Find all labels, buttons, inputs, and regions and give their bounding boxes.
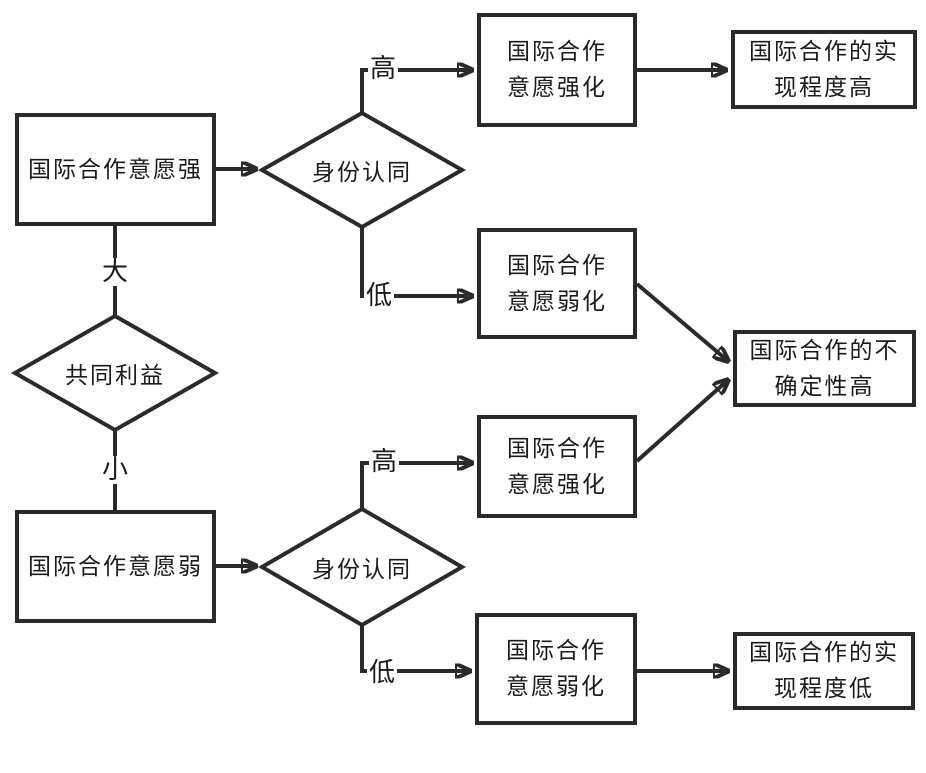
node-identity-bottom-label: 身份认同 [312, 557, 412, 582]
node-realization-low-label: 国际合作的实 现程度低 [749, 640, 899, 701]
edge-label-identity-bottom-high: 高 [368, 447, 400, 476]
node-weaken-mid-label: 国际合作 意愿弱化 [507, 252, 607, 314]
diamond-common-interests [10, 313, 220, 433]
edge-label-interests-small: 小 [99, 455, 131, 484]
node-will-weak: 国际合作意愿弱 [15, 510, 216, 623]
edge-label-interests-large: 大 [99, 257, 131, 286]
node-strengthen-bottom: 国际合作 意愿强化 [477, 415, 637, 518]
node-weaken-bottom-label: 国际合作 意愿弱化 [506, 638, 606, 699]
node-realization-high: 国际合作的实 现程度高 [731, 30, 917, 109]
edge-label-identity-top-low: 低 [363, 281, 395, 310]
node-will-strong: 国际合作意愿强 [15, 113, 216, 226]
edge-label-identity-bottom-low: 低 [366, 658, 398, 687]
edge-identity-top-low [360, 228, 472, 296]
node-realization-low: 国际合作的实 现程度低 [733, 632, 915, 710]
edge-identity-bottom-high [360, 463, 472, 509]
edge-identity-bottom-low [360, 625, 470, 671]
node-strengthen-top: 国际合作 意愿强化 [477, 13, 637, 127]
edge-identity-top-high [360, 70, 472, 113]
node-will-weak-label: 国际合作意愿弱 [28, 553, 203, 579]
node-strengthen-top-label: 国际合作 意愿强化 [507, 39, 607, 100]
edge-weaken-mid-to-uncertainty [635, 282, 728, 361]
diamond-identity-top [257, 110, 467, 230]
edge-strengthen-bottom-to-uncertainty [635, 380, 728, 463]
node-common-interests-label: 共同利益 [65, 363, 165, 388]
diamond-identity-bottom [258, 506, 466, 628]
node-uncertainty-high-label: 国际合作的不 确定性高 [749, 337, 900, 399]
node-uncertainty-high: 国际合作的不 确定性高 [733, 330, 916, 407]
node-realization-high-label: 国际合作的实 现程度高 [749, 38, 899, 100]
node-will-strong-label: 国际合作意愿强 [28, 156, 203, 182]
node-strengthen-bottom-label: 国际合作 意愿强化 [507, 435, 607, 497]
node-weaken-mid: 国际合作 意愿弱化 [477, 228, 637, 339]
node-identity-top-label: 身份认同 [312, 160, 412, 185]
edge-label-identity-top-high: 高 [367, 54, 399, 83]
node-weaken-bottom: 国际合作 意愿弱化 [475, 613, 637, 725]
